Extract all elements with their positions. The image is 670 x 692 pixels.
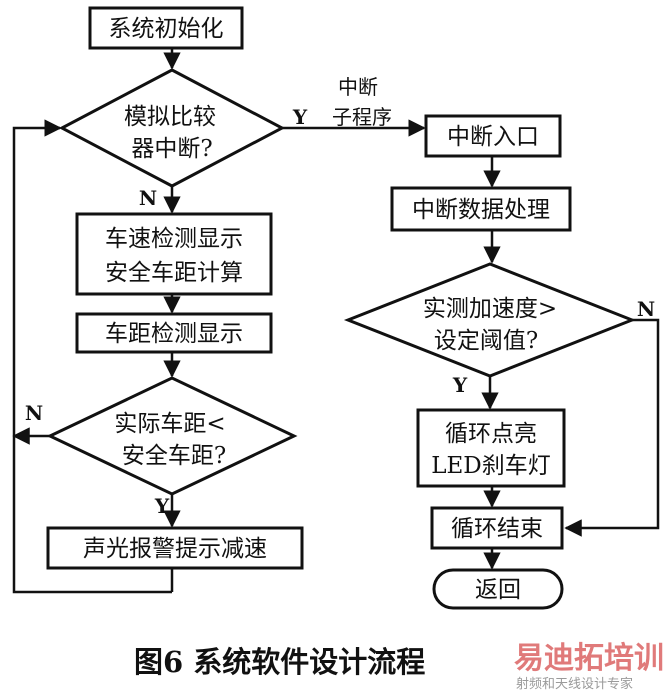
- node-brake-light: [416, 408, 566, 488]
- node-alarm-label: 声光报警提示减速: [83, 536, 267, 562]
- node-distance-detect: [75, 312, 273, 354]
- label-no-3: N: [637, 297, 655, 321]
- decision-comparator-line1: 模拟比较: [124, 104, 216, 130]
- label-yes-2: Y: [154, 494, 170, 518]
- decision-comparator-line2: 器中断?: [131, 136, 212, 162]
- label-yes-3: Y: [452, 373, 468, 397]
- label-isr-line2: 子程序: [332, 105, 392, 129]
- label-yes-1: Y: [292, 105, 308, 129]
- node-speed-detect: [75, 212, 273, 296]
- node-interrupt-process-label: 中断数据处理: [412, 197, 550, 223]
- node-speed-detect-line2: 安全车距计算: [105, 260, 243, 286]
- node-interrupt-entry: [424, 114, 562, 158]
- decision-distance-line1: 实际车距<: [114, 411, 225, 437]
- node-interrupt-process: [390, 186, 572, 232]
- figure-caption: 图6 系统软件设计流程: [134, 645, 425, 679]
- node-return: [432, 568, 564, 610]
- label-isr-line1: 中断: [338, 75, 378, 99]
- node-system-init: [88, 6, 244, 50]
- node-interrupt-entry-label: 中断入口: [447, 124, 539, 150]
- arrow-acc-no-to-loop-end: [564, 318, 660, 537]
- decision-acceleration-line2: 设定阈值?: [434, 328, 538, 354]
- label-no-1: N: [139, 186, 157, 210]
- watermark-tagline: 射频和天线设计专家: [516, 676, 633, 692]
- node-brake-light-line1: 循环点亮: [445, 421, 537, 447]
- node-system-init-label: 系统初始化: [109, 16, 224, 42]
- node-distance-detect-label: 车距检测显示: [105, 321, 243, 347]
- loop-back-line: [12, 119, 172, 594]
- label-no-2: N: [25, 401, 43, 425]
- node-alarm: [46, 526, 304, 570]
- node-loop-end-label: 循环结束: [451, 516, 543, 542]
- node-loop-end: [430, 506, 564, 550]
- node-return-label: 返回: [475, 577, 521, 603]
- decision-acceleration-line1: 实测加速度>: [423, 296, 557, 322]
- decision-distance-check: [46, 376, 298, 496]
- watermark-logo: 易迪拓培训 射频和天线设计专家: [514, 641, 664, 692]
- decision-distance-line2: 安全车距?: [122, 443, 226, 469]
- watermark-logo-text: 易迪拓培训: [514, 641, 664, 676]
- node-speed-detect-line1: 车速检测显示: [105, 226, 243, 252]
- node-brake-light-line2: LED刹车灯: [431, 453, 551, 479]
